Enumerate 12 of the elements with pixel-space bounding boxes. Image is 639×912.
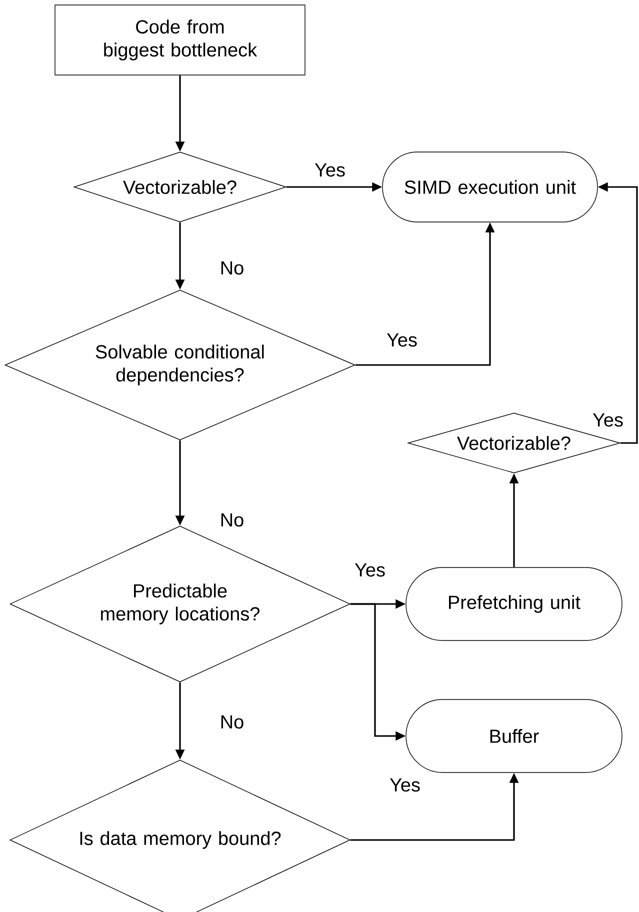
terminal-box: SIMD execution unit [382, 152, 598, 222]
edge-label: Yes [390, 778, 420, 792]
edge-label: No [221, 261, 244, 275]
edge-label: Yes [386, 333, 417, 347]
edge-label: No [221, 715, 244, 729]
edge-label: Yes [354, 563, 385, 577]
terminal-box: Prefetching unit [406, 567, 622, 641]
edge-label: Yes [592, 413, 623, 427]
edge-label: No [221, 513, 244, 527]
process-box: Code from biggest bottleneck [54, 4, 306, 76]
edge-label: Yes [314, 163, 345, 177]
terminal-box: Buffer [406, 699, 622, 773]
